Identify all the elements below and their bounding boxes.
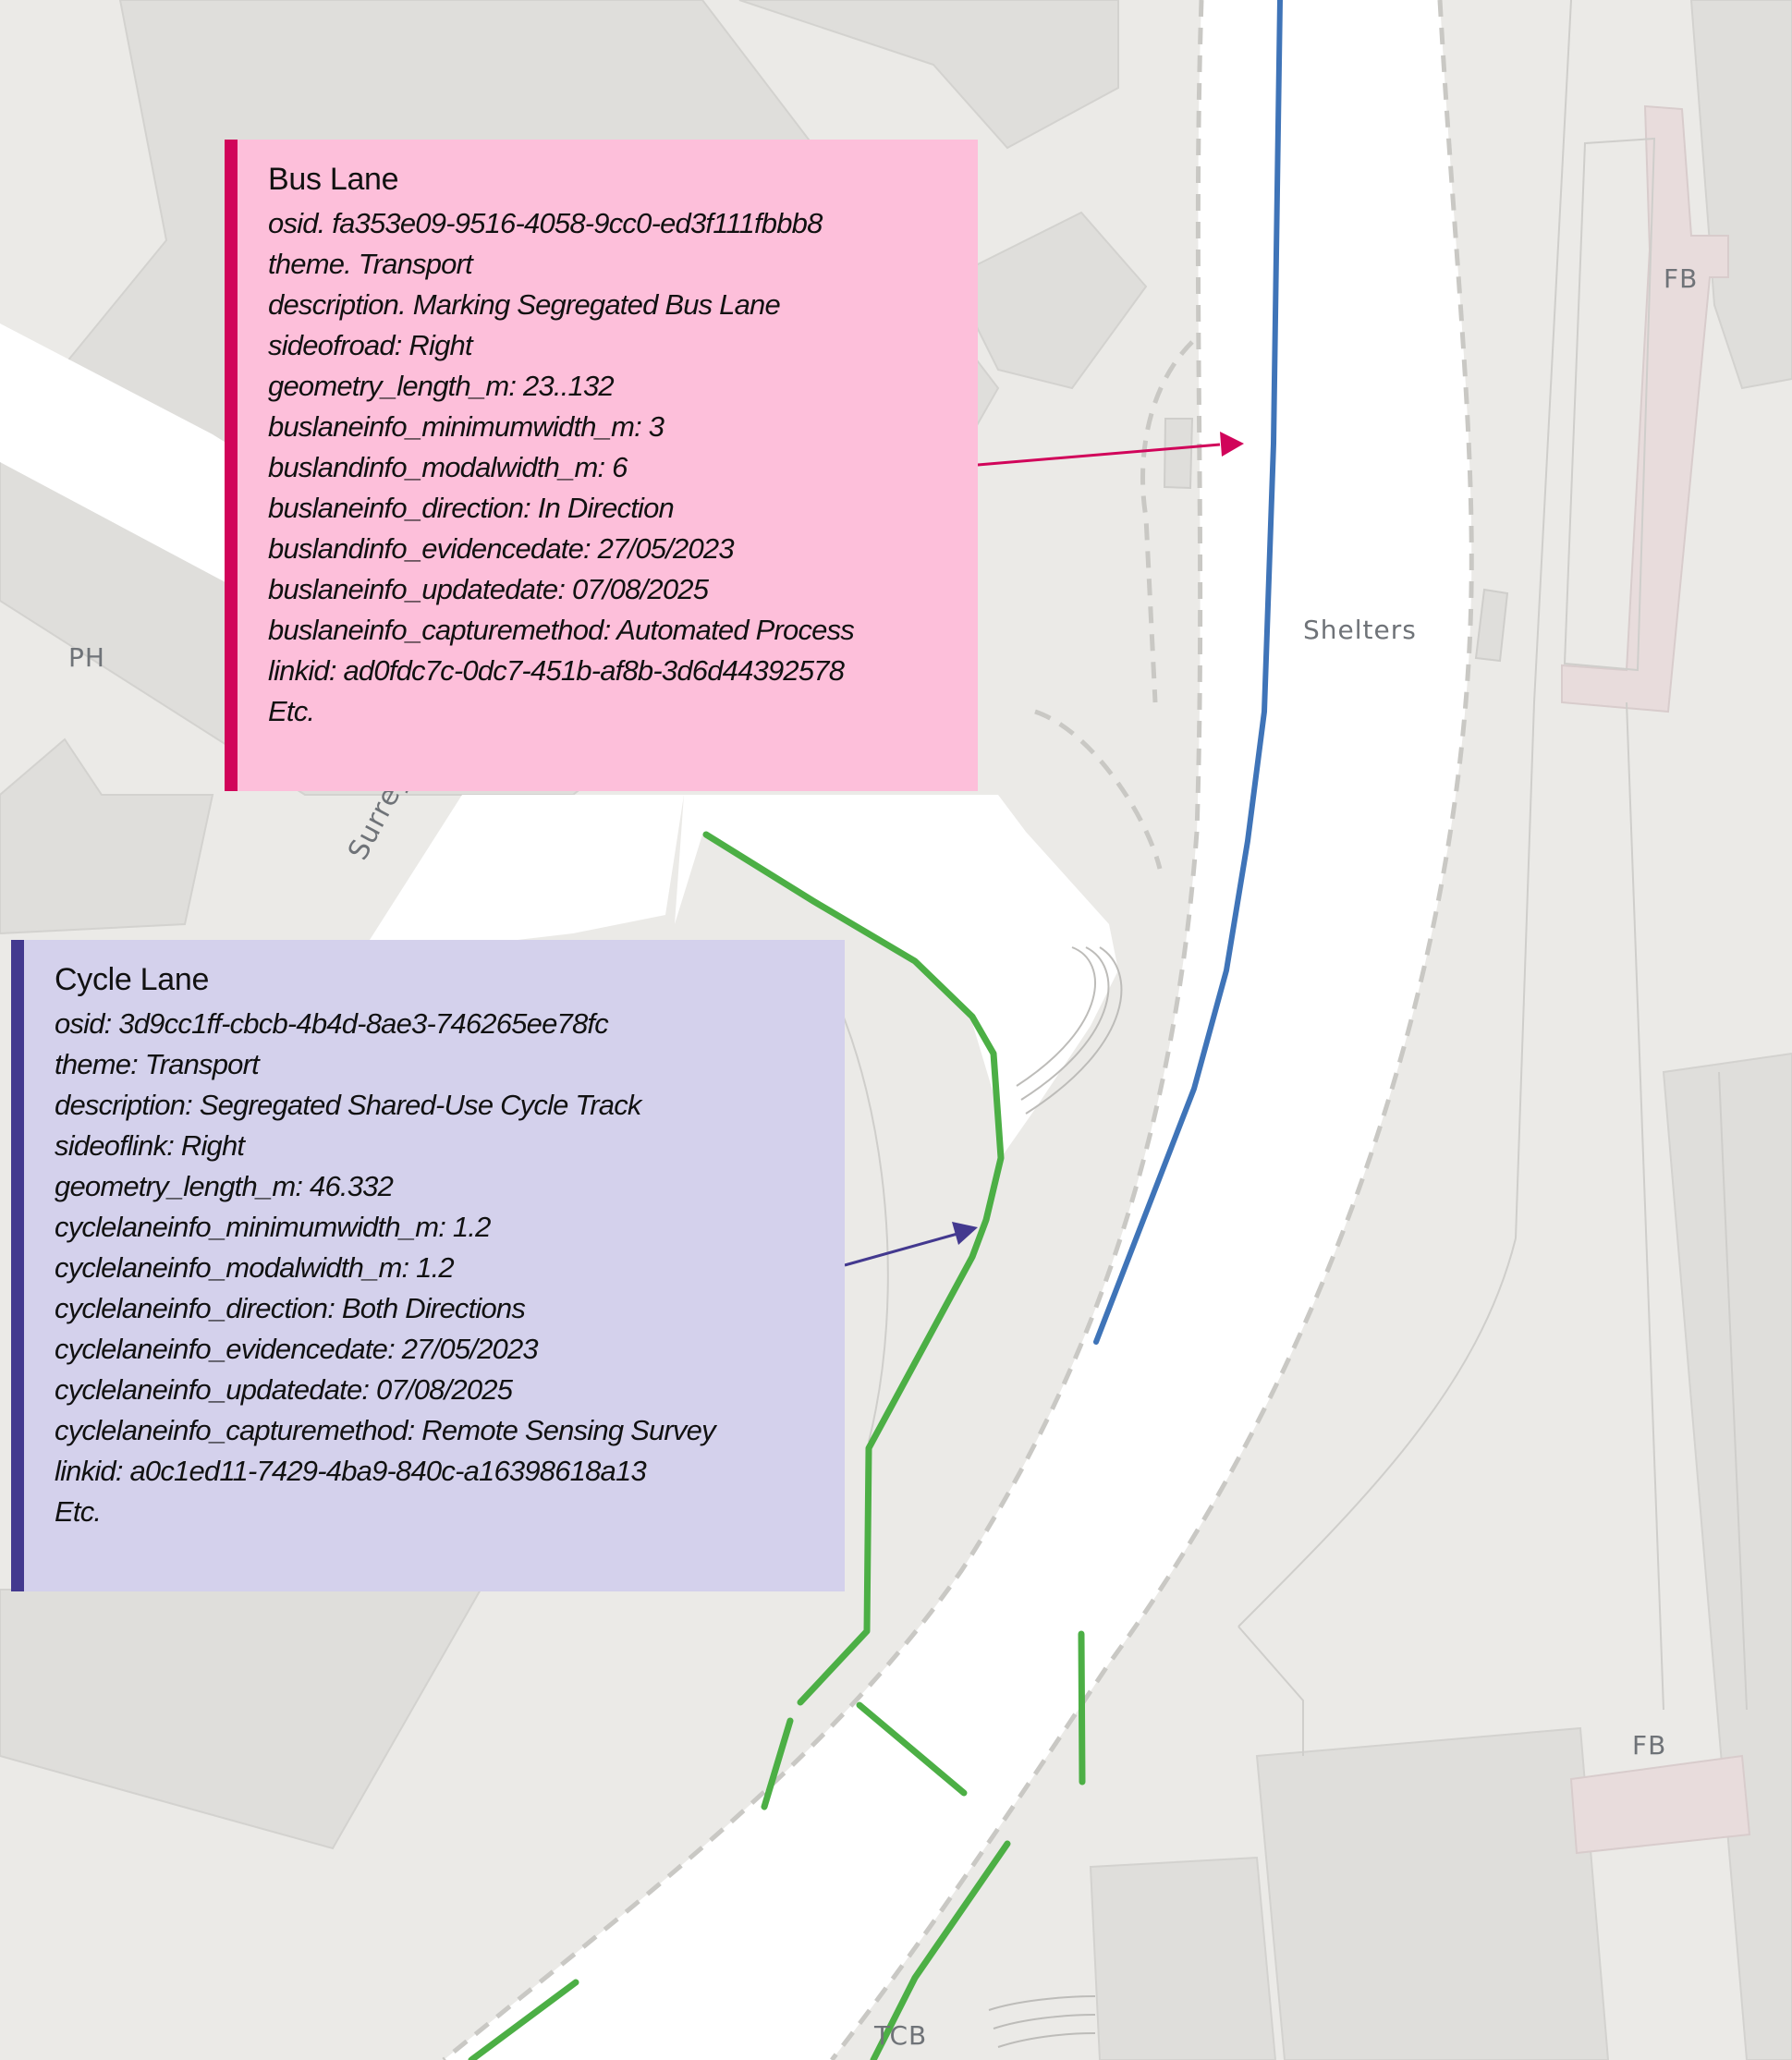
bus-lane-update-date: buslaneinfo_updatedate: 07/08/2025 <box>268 573 709 605</box>
cycle-lane-evidence-date: cyclelaneinfo_evidencedate: 27/05/2023 <box>55 1333 539 1365</box>
bus-lane-modal-width: buslandinfo_modalwidth_m: 6 <box>268 451 628 483</box>
cycle-lane-south <box>870 1840 1011 2060</box>
building-block-e <box>1662 1052 1792 2060</box>
bus-lane-title: Bus Lane <box>268 162 399 197</box>
map-label-tcb: TCB <box>874 2020 928 2051</box>
bus-lane-line[interactable] <box>1093 0 1283 1345</box>
bus-lane-sideofroad: sideofroad: Right <box>268 329 473 361</box>
footbridge-outlines <box>1563 137 1656 672</box>
bus-lane-direction: buslaneinfo_direction: In Direction <box>268 492 675 524</box>
cycle-lane-modal-width: cyclelaneinfo_modalwidth_m: 1.2 <box>55 1251 455 1284</box>
cycle-lane-theme: theme: Transport <box>55 1048 260 1080</box>
building-block-w <box>0 737 214 935</box>
map-label-shelters: Shelters <box>1303 615 1417 645</box>
building-small-n <box>950 211 1148 390</box>
bus-lane-info-panel: Bus Lane osid. fa353e09-9516-4058-9cc0-e… <box>225 140 978 791</box>
building-block-se <box>1255 1726 1610 2060</box>
side-road-west <box>0 323 286 610</box>
cycle-lane-segment <box>761 1717 794 1810</box>
map-label-pub: PH <box>68 642 105 673</box>
bus-lane-geometry-length: geometry_length_m: 23..132 <box>268 370 615 402</box>
junction-slip-road <box>675 795 1118 1155</box>
cycle-lane-title: Cycle Lane <box>55 962 210 997</box>
bus-lane-capture-method: buslaneinfo_capturemethod: Automated Pro… <box>268 614 855 646</box>
cycle-lane-lines[interactable] <box>468 831 1086 2060</box>
cycle-lane-segment-east <box>1078 1630 1086 1786</box>
cycle-lane-etc: Etc. <box>55 1495 102 1528</box>
map-label-footbridge-north: FB <box>1664 263 1699 294</box>
bus-lane-osid: osid. fa353e09-9516-4058-9cc0-ed3f111fbb… <box>268 207 823 239</box>
cycle-lane-linkid: linkid: a0c1ed11-7429-4ba9-840c-a1639861… <box>55 1455 647 1487</box>
cycle-lane-direction: cyclelaneinfo_direction: Both Directions <box>55 1292 526 1324</box>
bus-lane-linkid: linkid: ad0fdc7c-0dc7-451b-af8b-3d6d4439… <box>268 654 845 687</box>
bus-lane-description: description. Marking Segregated Bus Lane <box>268 288 781 321</box>
cycle-lane-osid: osid: 3d9cc1ff-cbcb-4b4d-8ae3-746265ee78… <box>55 1007 609 1040</box>
cycle-lane-capture-method: cyclelaneinfo_capturemethod: Remote Sens… <box>55 1414 716 1446</box>
building-block-s <box>1089 1856 1277 2060</box>
cycle-lane-update-date: cyclelaneinfo_updatedate: 07/08/2025 <box>55 1373 513 1406</box>
cycle-lane-info-panel: Cycle Lane osid: 3d9cc1ff-cbcb-4b4d-8ae3… <box>11 940 845 1591</box>
cycle-lane-description: description: Segregated Shared-Use Cycle… <box>55 1089 641 1121</box>
building-block-n <box>738 0 1119 150</box>
kerb-lines <box>442 0 1474 2060</box>
footbridge-south <box>1569 1754 1751 1855</box>
crossing-markings <box>988 946 1123 2048</box>
bus-lane-theme: theme. Transport <box>268 248 473 280</box>
bus-lane-etc: Etc. <box>268 695 315 727</box>
cycle-lane-geometry-length: geometry_length_m: 46.332 <box>55 1170 394 1202</box>
cycle-lane-minimum-width: cyclelaneinfo_minimumwidth_m: 1.2 <box>55 1211 491 1243</box>
main-road <box>444 0 1472 2060</box>
cycle-lane-main <box>702 831 1005 1706</box>
property-lines <box>831 0 1748 1756</box>
cycle-lane-crossing <box>856 1701 968 1797</box>
cycle-lane-sideoflink: sideoflink: Right <box>55 1129 245 1162</box>
cycle-lane-southwest <box>468 1979 579 2060</box>
bus-lane-minimum-width: buslaneinfo_minimumwidth_m: 3 <box>268 410 664 443</box>
map-label-footbridge-south: FB <box>1632 1730 1667 1761</box>
bus-lane-evidence-date: buslandinfo_evidencedate: 27/05/2023 <box>268 532 735 565</box>
surrey-place-road <box>370 795 684 940</box>
